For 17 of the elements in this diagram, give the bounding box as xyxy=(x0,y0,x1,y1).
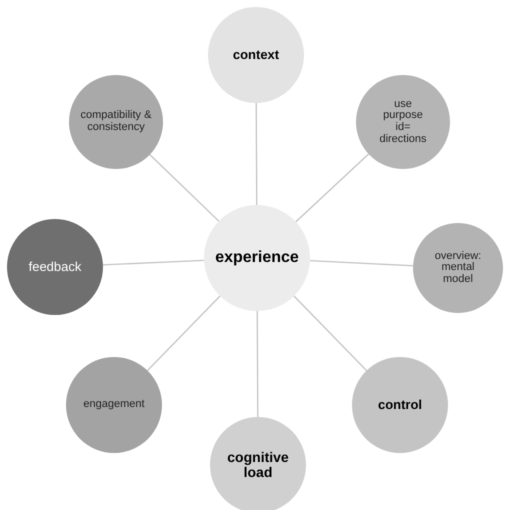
topic-label: feedback xyxy=(28,260,82,274)
connector-line xyxy=(149,154,220,222)
topic-label: compatibility & consistency xyxy=(80,110,152,134)
connector-line xyxy=(256,311,258,417)
topic-label: use purpose id= directions xyxy=(378,98,428,146)
topic-label: cognitive load xyxy=(226,450,290,480)
connector-line xyxy=(310,260,414,266)
connector-line xyxy=(256,103,258,205)
connector-line xyxy=(293,296,367,372)
topic-label: experience xyxy=(214,250,300,266)
connector-line xyxy=(102,260,204,266)
connector-line xyxy=(295,154,370,222)
connector-line xyxy=(147,296,221,372)
topic-label: control xyxy=(376,398,424,412)
topic-label: engagement xyxy=(82,399,146,411)
topic-label: overview: mental model xyxy=(434,250,482,286)
topic-label: context xyxy=(232,48,280,62)
